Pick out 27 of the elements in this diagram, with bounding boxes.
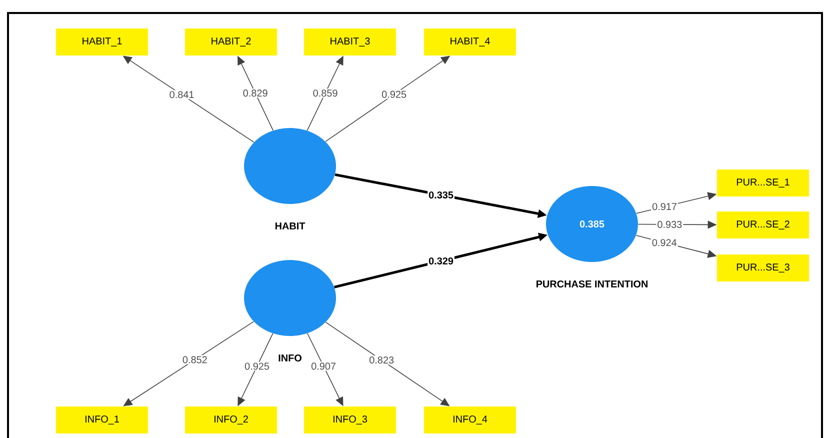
construct-label: INFO	[278, 354, 302, 362]
indicator-box: PUR...SE_1	[717, 170, 809, 196]
construct-label: HABIT	[275, 222, 306, 230]
indicator-box: INFO_1	[56, 406, 148, 434]
edge-label: 0.329	[428, 256, 454, 266]
indicator-box: INFO_2	[185, 406, 277, 434]
edge-label: 0.925	[244, 362, 270, 371]
edge-label: 0.917	[651, 202, 678, 212]
indicator-box: PUR...SE_3	[717, 254, 809, 282]
edge-label: 0.335	[428, 190, 454, 200]
edge-label: 0.925	[380, 90, 408, 99]
edge-label: 0.907	[310, 362, 338, 371]
edge-label: 0.933	[656, 220, 684, 229]
indicator-box: HABIT_2	[185, 28, 277, 56]
construct-label: PURCHASE INTENTION	[536, 280, 648, 288]
indicator-box: INFO_3	[304, 406, 396, 434]
indicator-box: PUR...SE_2	[717, 212, 809, 238]
indicator-box: INFO_4	[424, 406, 516, 434]
edge-label: 0.852	[181, 355, 208, 364]
edge-label: 0.924	[650, 238, 678, 248]
edge-label: 0.859	[312, 88, 339, 98]
indicator-box: HABIT_1	[56, 28, 148, 56]
edge-label: 0.841	[168, 90, 196, 100]
indicator-box: HABIT_3	[304, 28, 396, 56]
edge-label: 0.829	[242, 88, 269, 98]
edge-label: 0.823	[368, 356, 396, 365]
indicator-box: HABIT_4	[424, 28, 516, 56]
